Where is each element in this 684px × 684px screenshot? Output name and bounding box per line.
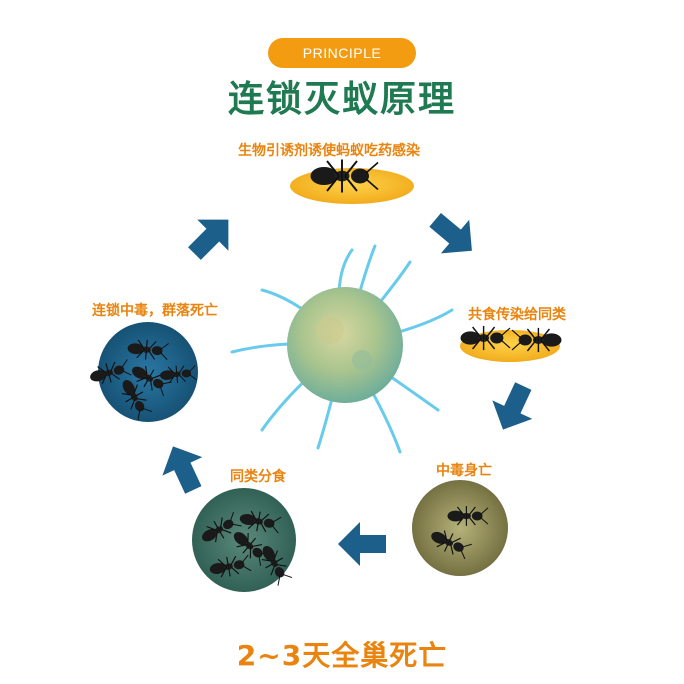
step-2-label: 共食传染给同类 xyxy=(468,307,566,323)
step-3-image xyxy=(412,480,508,576)
step-2-image xyxy=(459,325,563,362)
step-1-image xyxy=(290,158,414,204)
step-5-label: 连锁中毒，群落死亡 xyxy=(92,303,218,319)
step-4-image xyxy=(192,488,296,592)
page-title: 连锁灭蚁原理 xyxy=(227,79,456,120)
step-5-image xyxy=(87,322,198,422)
arrow-icon xyxy=(421,203,487,268)
principle-badge: PRINCIPLE xyxy=(268,38,416,68)
step-4-label: 同类分食 xyxy=(230,469,286,485)
footer-text: 2~3天全巢死亡 xyxy=(236,639,448,672)
step-3-label: 中毒身亡 xyxy=(436,463,492,479)
arrow-icon xyxy=(338,522,386,566)
arrow-icon xyxy=(483,376,544,439)
germ-icon xyxy=(230,244,454,454)
arrow-icon xyxy=(178,204,244,270)
arrow-icon xyxy=(153,437,214,500)
step-1-label: 生物引诱剂诱使蚂蚁吃药感染 xyxy=(238,143,420,159)
